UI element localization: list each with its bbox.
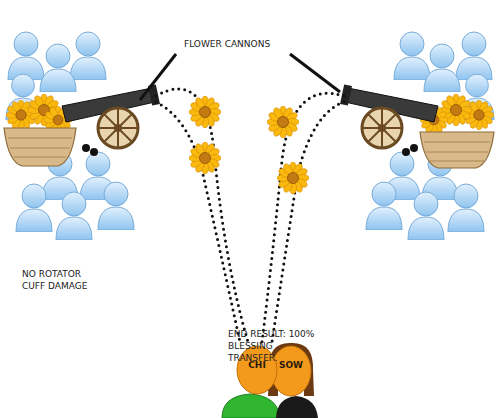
flower-trajectory xyxy=(156,89,344,342)
guest-icon xyxy=(8,32,44,80)
bride-body xyxy=(276,396,318,418)
sunflower xyxy=(277,162,309,194)
sunflower xyxy=(189,96,221,128)
guest-icon xyxy=(40,44,76,92)
guest-icon xyxy=(98,182,134,230)
guest-icon xyxy=(448,184,484,232)
result-label: END RESULT: 100% BLESSING TRANSFER. xyxy=(228,328,318,364)
sunflower xyxy=(267,106,299,138)
guest-icon xyxy=(366,182,402,230)
basket-body xyxy=(4,128,76,166)
groom-body xyxy=(222,394,280,418)
basket-body xyxy=(420,132,494,168)
groom-head: CHI xyxy=(236,344,278,396)
guest-icon xyxy=(16,184,52,232)
leader-line xyxy=(140,54,340,100)
guest-icon xyxy=(456,32,492,80)
cannon-right xyxy=(340,84,438,156)
guest-icon xyxy=(70,32,106,80)
guest-icon xyxy=(408,192,444,240)
flower-basket-left xyxy=(4,94,76,166)
guest-icon xyxy=(56,192,92,240)
note-label: NO ROTATOR CUFF DAMAGE xyxy=(22,268,102,292)
guest-icon xyxy=(394,32,430,80)
callout-label: FLOWER CANNONS xyxy=(184,38,314,50)
guest-icon xyxy=(424,44,460,92)
sunflower xyxy=(189,142,221,174)
